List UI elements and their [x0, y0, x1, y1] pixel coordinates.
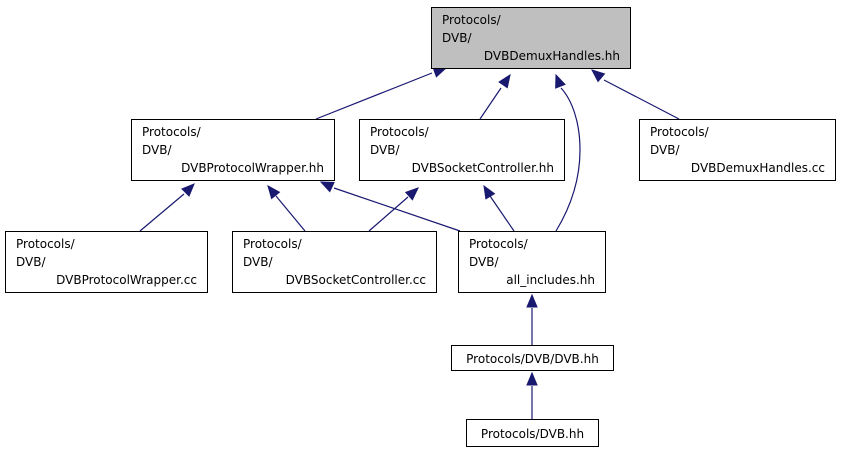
node-label-line: Protocols/: [370, 125, 429, 139]
node-label-line: DVBProtocolWrapper.hh: [181, 161, 324, 175]
node-label-line: DVBProtocolWrapper.cc: [56, 273, 197, 287]
node-label-line: Protocols/: [142, 125, 201, 139]
edge-line: [275, 195, 306, 232]
node-label-line: DVB/: [243, 255, 273, 269]
arrowhead-icon: [555, 73, 566, 89]
node-demux-hh[interactable]: Protocols/DVB/DVBDemuxHandles.hh: [431, 7, 631, 69]
arrowhead-icon: [526, 371, 538, 386]
edge-line: [333, 187, 461, 232]
node-label-line: Protocols/DVB.hh: [480, 427, 585, 441]
edge-line: [489, 195, 515, 232]
edge-line: [479, 87, 502, 120]
arrowhead-icon: [498, 73, 511, 89]
node-label-line: DVB/: [650, 143, 680, 157]
arrowhead-icon: [181, 183, 195, 197]
edge-line: [555, 87, 581, 232]
edge-dvb-hh-to-dvb-dvb-hh: [526, 371, 538, 419]
node-socketcontroller-hh[interactable]: Protocols/DVB/DVBSocketController.hh: [359, 119, 565, 181]
node-label-line: all_includes.hh: [506, 273, 595, 287]
node-protocolwrapper-cc[interactable]: Protocols/DVB/DVBProtocolWrapper.cc: [5, 231, 208, 293]
node-label-line: DVBDemuxHandles.hh: [483, 49, 620, 63]
node-label-line: Protocols/DVB/DVB.hh: [466, 352, 599, 366]
node-label-line: DVB/: [16, 255, 46, 269]
edge-socketcontroller-cc-to-protocolwrapper-hh: [267, 184, 306, 232]
node-label-line: Protocols/: [243, 237, 302, 251]
node-dvb-dvb-hh[interactable]: Protocols/DVB/DVB.hh: [451, 345, 614, 371]
node-label-line: DVB/: [370, 143, 400, 157]
edge-line: [139, 193, 185, 232]
arrowhead-icon: [267, 184, 281, 200]
arrowhead-icon: [319, 181, 335, 193]
node-label-line: DVBDemuxHandles.cc: [690, 161, 825, 175]
edge-all-includes-hh-to-socketcontroller-hh: [483, 184, 515, 232]
edge-dvb-dvb-hh-to-all-includes-hh: [526, 293, 538, 345]
arrowhead-icon: [591, 69, 606, 83]
node-label-line: Protocols/: [16, 237, 75, 251]
node-label-line: Protocols/: [442, 13, 501, 27]
node-socketcontroller-cc[interactable]: Protocols/DVB/DVBSocketController.cc: [232, 231, 437, 293]
node-protocolwrapper-hh[interactable]: Protocols/DVB/DVBProtocolWrapper.hh: [131, 119, 335, 181]
node-all-includes-hh[interactable]: Protocols/DVB/all_includes.hh: [458, 231, 606, 293]
edge-line: [368, 196, 409, 232]
node-dvb-hh[interactable]: Protocols/DVB.hh: [466, 419, 599, 447]
node-demux-cc[interactable]: Protocols/DVB/DVBDemuxHandles.cc: [639, 119, 836, 181]
arrowhead-icon: [404, 187, 419, 201]
edge-line: [315, 72, 433, 120]
node-label-line: DVB/: [469, 255, 499, 269]
edge-socketcontroller-cc-to-socketcontroller-hh: [368, 187, 419, 232]
edge-socketcontroller-hh-to-demux-hh: [479, 73, 511, 120]
edge-all-includes-hh-to-protocolwrapper-hh: [319, 181, 461, 232]
node-label-line: DVBSocketController.hh: [411, 161, 554, 175]
edge-protocolwrapper-cc-to-protocolwrapper-hh: [139, 183, 195, 232]
node-label-line: DVB/: [442, 31, 472, 45]
arrowhead-icon: [526, 293, 538, 308]
edge-all-includes-hh-to-demux-hh: [555, 73, 581, 232]
node-label-line: Protocols/: [650, 125, 709, 139]
arrowhead-icon: [483, 184, 496, 200]
node-label-line: Protocols/: [469, 237, 528, 251]
node-label-line: DVBSocketController.cc: [285, 273, 426, 287]
node-label-line: DVB/: [142, 143, 172, 157]
edge-protocolwrapper-hh-to-demux-hh: [315, 66, 448, 120]
edge-line: [603, 79, 680, 120]
edge-demux-cc-to-demux-hh: [591, 69, 680, 120]
